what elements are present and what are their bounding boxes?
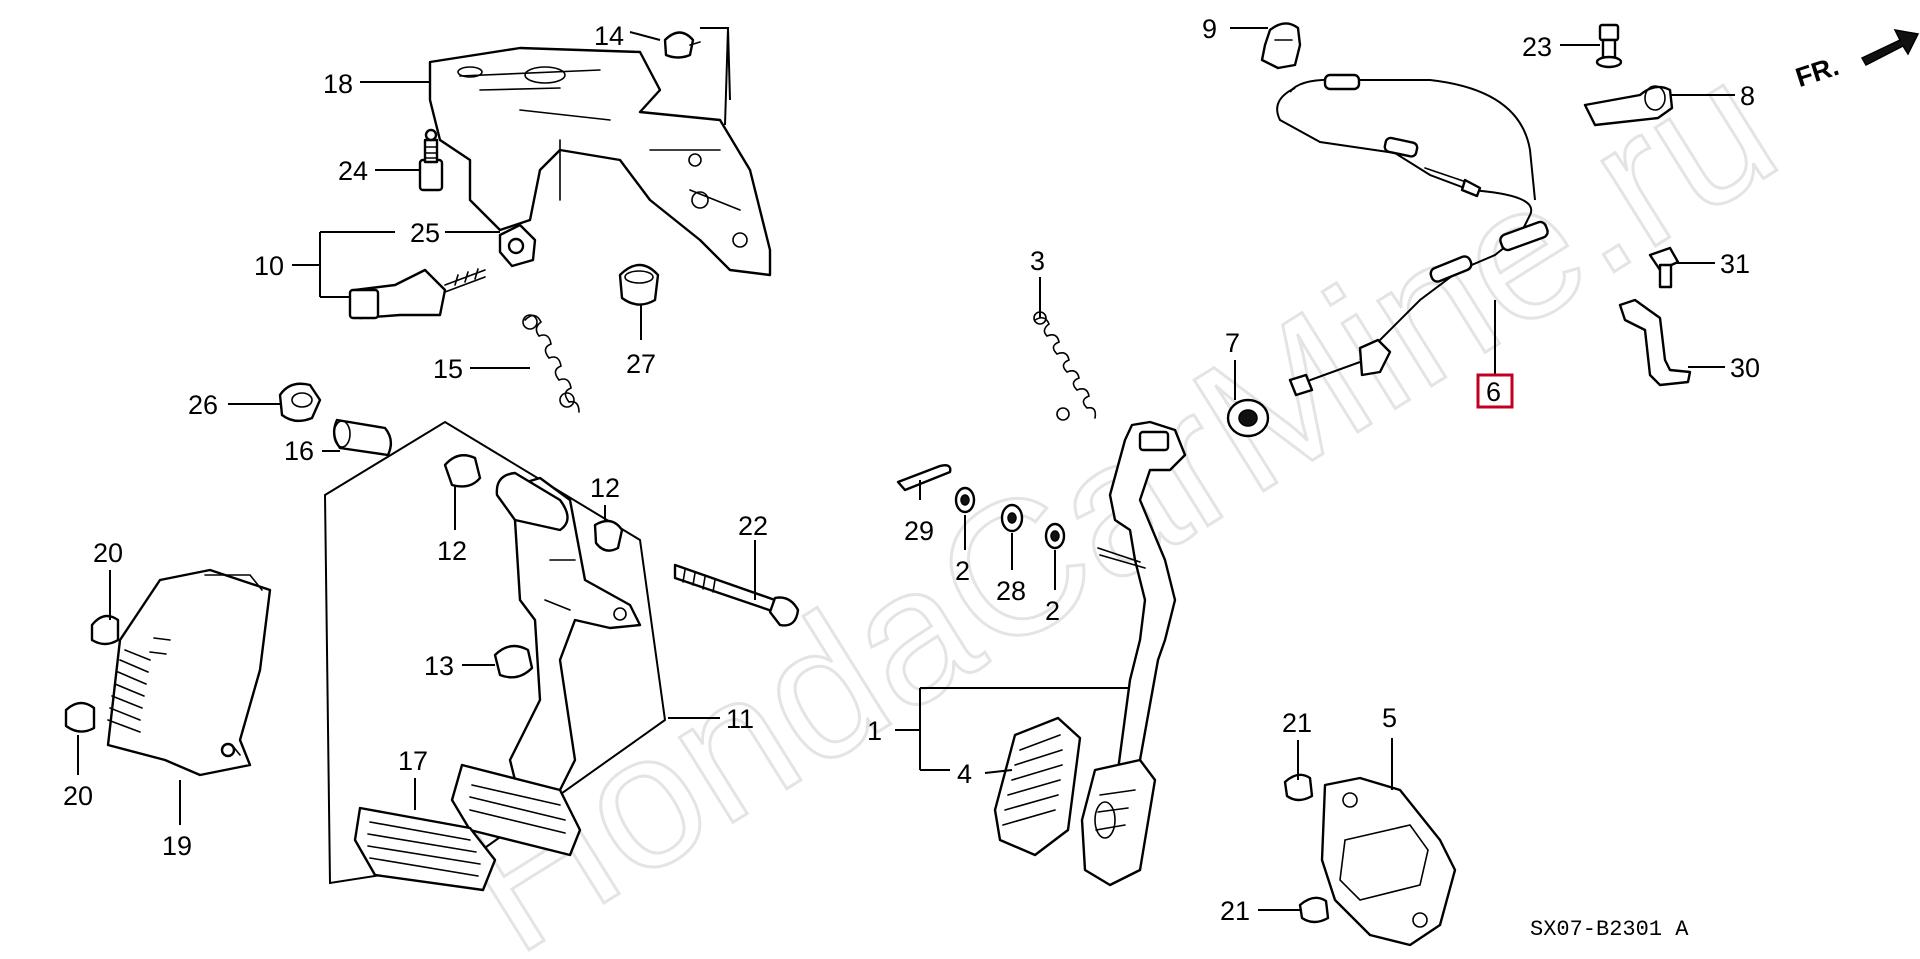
clip-14[interactable] — [663, 31, 701, 59]
brake-pedal-pad-attached[interactable] — [450, 763, 582, 857]
brake-pedal-pad-17[interactable] — [353, 806, 497, 892]
callout-15: 15 — [433, 354, 463, 384]
callout-10: 10 — [254, 251, 284, 281]
callout-3: 3 — [1030, 246, 1045, 276]
callout-13: 13 — [424, 651, 454, 681]
grommet-7[interactable] — [1226, 398, 1270, 438]
brake-pedal-arm[interactable] — [495, 471, 642, 802]
bushing-12b[interactable] — [593, 519, 624, 552]
bushing-26[interactable] — [278, 382, 322, 423]
diagram-code: SX07-B2301 A — [1530, 917, 1689, 942]
callout-2b: 2 — [1045, 596, 1060, 626]
callout-27: 27 — [626, 349, 656, 379]
callout-16: 16 — [284, 436, 314, 466]
callout-12a: 12 — [437, 536, 467, 566]
pivot-bolt-22[interactable] — [673, 563, 800, 627]
callout-1: 1 — [867, 716, 882, 746]
throttle-cable-6[interactable] — [1276, 73, 1549, 397]
callout-14: 14 — [594, 21, 624, 51]
brake-pedal-frame — [323, 420, 667, 885]
clamp-9[interactable] — [1260, 22, 1302, 70]
callout-21a: 21 — [1282, 708, 1312, 738]
nut-21b[interactable] — [1298, 896, 1330, 924]
bushing-12a[interactable] — [443, 454, 482, 488]
brake-switch[interactable] — [348, 268, 486, 320]
accelerator-pedal-arm[interactable] — [1097, 420, 1187, 782]
callout-18: 18 — [323, 69, 353, 99]
washer-28[interactable] — [1000, 503, 1024, 533]
callout-25: 25 — [410, 218, 440, 248]
callout-19: 19 — [162, 831, 192, 861]
callout-23: 23 — [1522, 32, 1552, 62]
accelerator-pedal-pad[interactable] — [1080, 758, 1157, 887]
callout-7: 7 — [1225, 328, 1240, 358]
accelerator-pad-4[interactable] — [993, 716, 1082, 857]
nut-20b[interactable] — [64, 701, 96, 733]
callout-17: 17 — [398, 746, 428, 776]
callout-9: 9 — [1202, 14, 1217, 44]
pedal-plate-5[interactable] — [1320, 776, 1457, 947]
leader-lines — [77, 27, 1735, 911]
callout-6[interactable]: 6 — [1486, 377, 1501, 407]
pedal-bracket[interactable] — [428, 46, 772, 277]
pedal-cover-19[interactable] — [106, 568, 272, 777]
callouts: 14 18 24 25 10 27 15 26 16 12 12 22 13 1… — [63, 14, 1760, 926]
callout-2a: 2 — [955, 556, 970, 586]
callout-24: 24 — [338, 156, 368, 186]
nut-21a[interactable] — [1283, 773, 1314, 802]
collar-16[interactable] — [332, 418, 393, 457]
washer-2a[interactable] — [954, 486, 976, 514]
clamp-8[interactable] — [1583, 85, 1674, 127]
front-marker-label: FR. — [1792, 51, 1843, 93]
callout-11: 11 — [726, 704, 754, 734]
callout-5: 5 — [1382, 703, 1397, 733]
nut-27[interactable] — [618, 263, 660, 306]
nut-20a[interactable] — [90, 614, 120, 646]
cotter-pin-29[interactable] — [896, 464, 952, 492]
callout-22: 22 — [738, 511, 768, 541]
callout-21b: 21 — [1220, 896, 1250, 926]
callout-20a: 20 — [93, 538, 123, 568]
bolt-24[interactable] — [418, 128, 444, 192]
washer-2b[interactable] — [1044, 522, 1066, 550]
front-direction-marker: FR. — [1792, 29, 1920, 93]
callout-6-highlight[interactable] — [1476, 373, 1514, 409]
nut-25[interactable] — [498, 223, 537, 268]
callout-29: 29 — [904, 516, 934, 546]
bolt-23[interactable] — [1595, 23, 1623, 69]
callout-4: 4 — [957, 759, 972, 789]
callout-12b: 12 — [590, 473, 620, 503]
bracket-30[interactable] — [1618, 298, 1692, 387]
callout-8: 8 — [1740, 81, 1755, 111]
stopper-13[interactable] — [493, 644, 534, 679]
callout-31: 31 — [1720, 249, 1750, 279]
callout-20b: 20 — [63, 781, 93, 811]
return-spring-15[interactable] — [522, 314, 580, 413]
callout-28: 28 — [996, 576, 1026, 606]
callout-30: 30 — [1730, 353, 1760, 383]
callout-26: 26 — [188, 390, 218, 420]
